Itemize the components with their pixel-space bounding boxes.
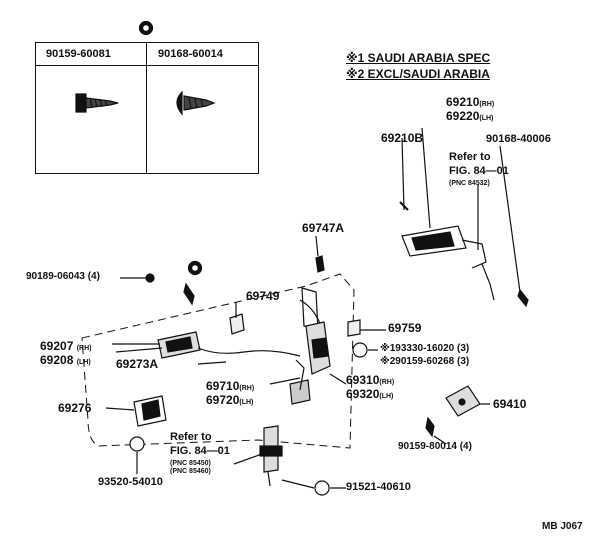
part-69747a bbox=[315, 255, 325, 273]
note-saudi-spec: ※1 SAUDI ARABIA SPEC bbox=[346, 51, 491, 65]
inside-handle-icon bbox=[157, 331, 201, 359]
b-symbol-icon bbox=[314, 480, 330, 496]
label-93520-54010: 93520-54010 bbox=[98, 476, 163, 488]
fastener-part-number-2: 90168-60014 bbox=[158, 48, 223, 60]
label-69320: 69320(LH) bbox=[346, 388, 393, 400]
label-90159-80014: 90159-80014 (4) bbox=[398, 441, 472, 452]
label-90189-06043: 90189-06043 (4) bbox=[26, 271, 100, 282]
fastener-table: 90159-60081 90168-60014 bbox=[35, 42, 259, 174]
label-69210: 69210(RH) bbox=[446, 96, 494, 108]
part-number: 69710 bbox=[206, 379, 240, 393]
refer-to-2: Refer to bbox=[170, 431, 212, 443]
label-69410: 69410 bbox=[493, 397, 527, 411]
fastener-part-number-1: 90159-60081 bbox=[46, 48, 111, 60]
outside-handle-icon bbox=[399, 201, 495, 301]
label-69220: 69220(LH) bbox=[446, 110, 493, 122]
leader-line bbox=[233, 453, 263, 465]
top-circle-symbol-icon bbox=[138, 20, 154, 36]
pnc-ref-1: (PNC 84532) bbox=[449, 180, 490, 187]
label-69310: 69310(RH) bbox=[346, 374, 394, 386]
label-69276: 69276 bbox=[58, 401, 92, 415]
leader-line bbox=[197, 361, 227, 365]
label-69208: 69208 (LH) bbox=[40, 354, 91, 366]
striker-icon bbox=[445, 385, 481, 417]
side-lh: (LH) bbox=[379, 393, 394, 400]
fastener-table-header bbox=[36, 43, 258, 66]
part-number: 69210 bbox=[446, 95, 480, 109]
part-number: 69310 bbox=[346, 373, 380, 387]
label-69747a: 69747A bbox=[302, 221, 345, 235]
fig-ref-1: FIG. 84—01 bbox=[449, 165, 509, 177]
label-90168-40006: 90168-40006 bbox=[486, 133, 551, 145]
label-69749: 69749 bbox=[246, 289, 280, 303]
label-69720: 69720(LH) bbox=[206, 394, 253, 406]
part-number: 69220 bbox=[446, 109, 480, 123]
leader-line bbox=[105, 407, 135, 411]
leader-line bbox=[329, 373, 347, 385]
side-rh: (RH) bbox=[239, 385, 255, 392]
side-lh: (LH) bbox=[76, 359, 91, 366]
part-number: 69207 bbox=[40, 339, 74, 353]
refer-to-1: Refer to bbox=[449, 151, 491, 163]
leader-line bbox=[112, 343, 163, 353]
diagram-code: MB J067 bbox=[542, 521, 583, 532]
flange-screw-icon bbox=[75, 93, 119, 113]
fastener-table-divider bbox=[146, 43, 147, 173]
label-69210b: 69210B bbox=[381, 131, 424, 145]
leader-line bbox=[281, 479, 346, 489]
side-rh: (RH) bbox=[76, 345, 92, 352]
door-outline-dashed bbox=[81, 273, 355, 449]
side-rh: (RH) bbox=[479, 101, 495, 108]
pnc-ref-2b: (PNC 85460) bbox=[170, 468, 211, 475]
leader-line bbox=[433, 435, 447, 445]
clip-69749 bbox=[229, 313, 245, 335]
part-number: 69208 bbox=[40, 353, 74, 367]
part-number: 69720 bbox=[206, 393, 240, 407]
label-193330-16020: ※193330-16020 (3) bbox=[380, 343, 470, 354]
fig-ref-2: FIG. 84—01 bbox=[170, 445, 230, 457]
tapping-screw-icon bbox=[176, 90, 216, 116]
label-69273a: 69273A bbox=[116, 357, 159, 371]
label-69759: 69759 bbox=[388, 321, 422, 335]
bolt-90168-40006 bbox=[517, 288, 529, 308]
leader-line bbox=[401, 127, 521, 293]
label-69207: 69207 (RH) bbox=[40, 340, 92, 352]
side-rh: (RH) bbox=[379, 379, 395, 386]
part-number: 69320 bbox=[346, 387, 380, 401]
lock-cylinder-icon bbox=[259, 425, 283, 487]
side-lh: (LH) bbox=[479, 115, 494, 122]
s-symbol-icon bbox=[129, 436, 145, 452]
side-lh: (LH) bbox=[239, 399, 254, 406]
label-69710: 69710(RH) bbox=[206, 380, 254, 392]
bolt-90189 bbox=[183, 282, 195, 306]
screw-90159-80014 bbox=[425, 416, 435, 438]
lock-knob-bezel-icon bbox=[133, 395, 167, 427]
pnc-ref-2a: (PNC 85450) bbox=[170, 460, 211, 467]
b-symbol-icon bbox=[352, 342, 368, 358]
door-lock-assembly-icon bbox=[289, 287, 331, 405]
label-290159-60268: ※290159-60268 (3) bbox=[380, 356, 470, 367]
label-91521-40610: 91521-40610 bbox=[346, 481, 411, 493]
gear-symbol-icon bbox=[187, 260, 203, 276]
leader-line bbox=[269, 377, 301, 385]
leader-line bbox=[315, 235, 319, 257]
clip-69759 bbox=[347, 319, 361, 337]
note-excl-saudi: ※2 EXCL/SAUDI ARABIA bbox=[346, 67, 490, 81]
rod-69273a bbox=[197, 347, 301, 357]
